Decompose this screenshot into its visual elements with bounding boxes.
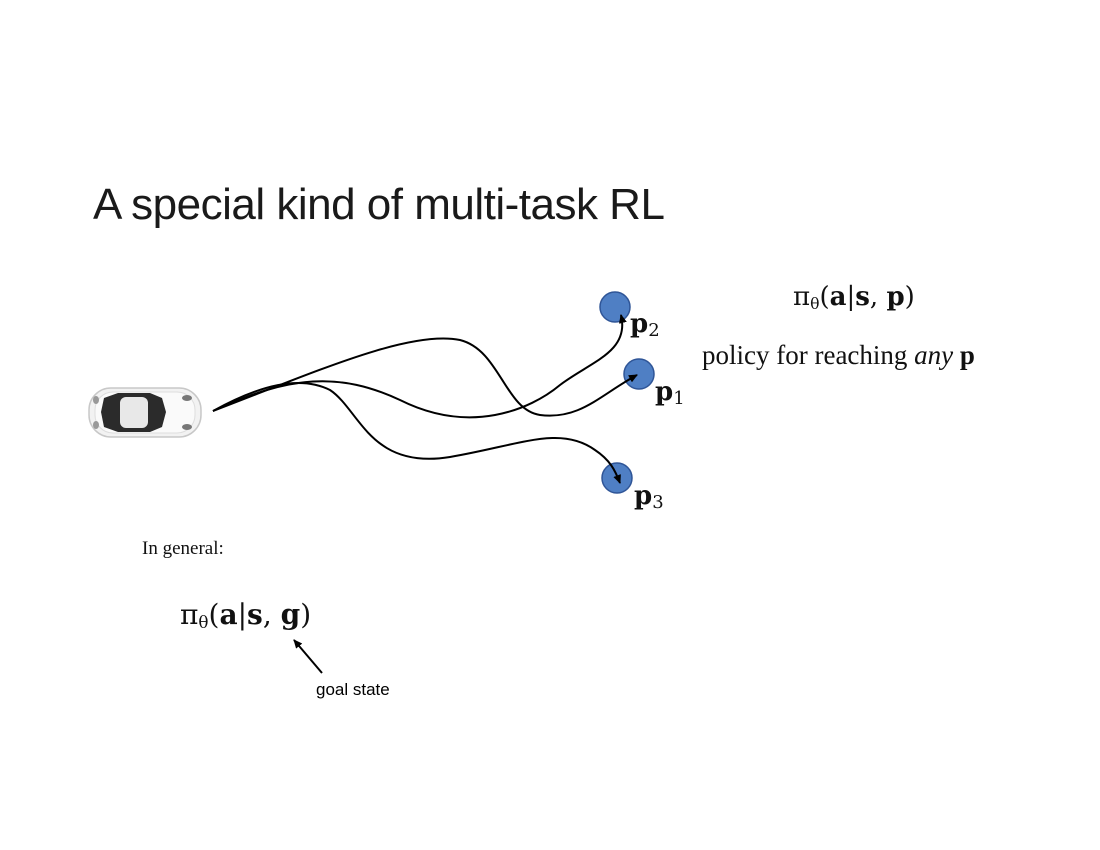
slide-title: A special kind of multi-task RL — [93, 180, 665, 229]
goal-circle-p2 — [599, 291, 631, 323]
policy-description: policy for reaching any p — [702, 340, 975, 370]
trajectory-to-p2 — [212, 314, 627, 419]
goal-label-p2: p2 — [630, 309, 660, 341]
goal-state-annotation: goal state — [316, 680, 390, 699]
goal-label-p1: p1 — [655, 377, 685, 409]
trajectory-to-p3 — [212, 382, 621, 484]
goal-label-p3: p3 — [634, 481, 664, 513]
trajectory-to-p1 — [212, 337, 638, 417]
policy-equation: πθ(a|s, p) — [793, 282, 915, 313]
goal-conditioned-policy-equation: πθ(a|s, g) — [180, 598, 312, 632]
goal-state-arrow — [293, 639, 323, 674]
goal-circle-p1 — [623, 358, 655, 390]
in-general-label: In general: — [142, 538, 224, 559]
car-icon — [88, 387, 202, 438]
